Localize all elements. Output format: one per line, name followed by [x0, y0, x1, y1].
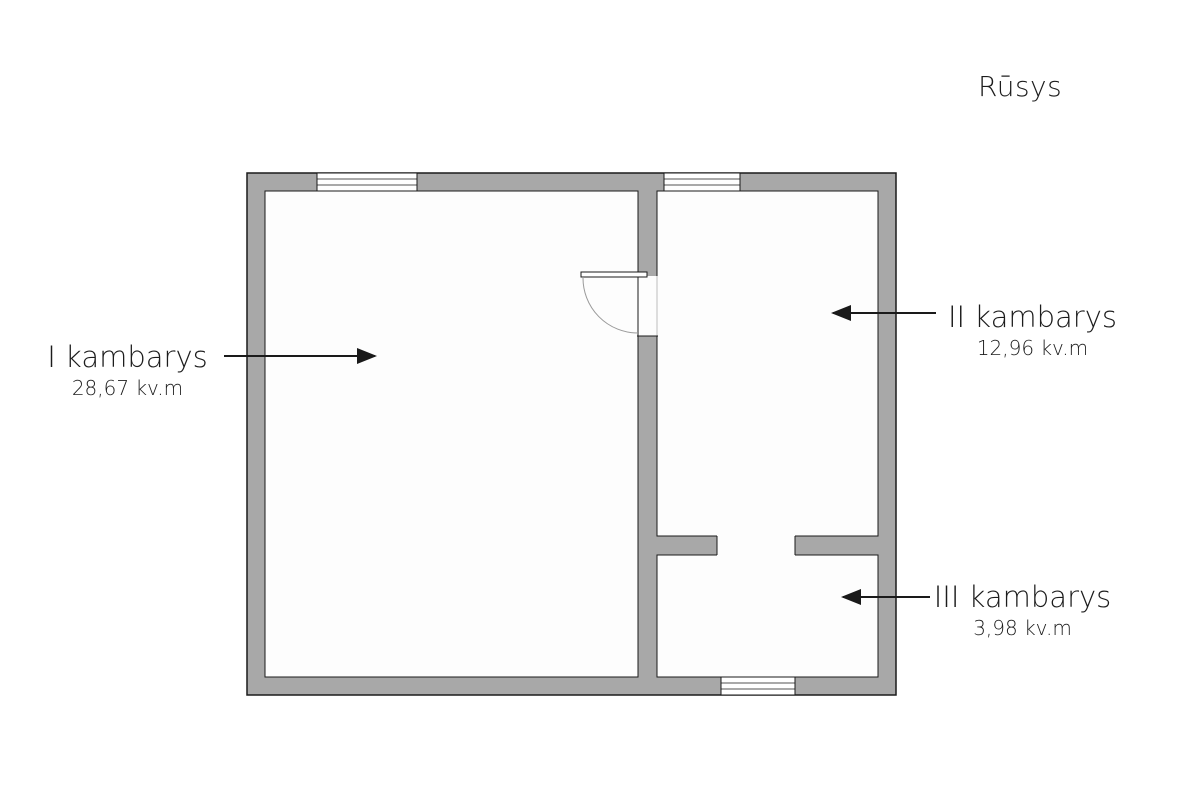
room-1-label: I kambarys 28,67 kv.m	[30, 340, 225, 400]
room-2-floor	[656, 190, 879, 537]
window-top-left	[316, 172, 418, 192]
door-swing	[582, 276, 639, 334]
room-3-area: 3,98 kv.m	[973, 616, 1072, 640]
room-2-area: 12,96 kv.m	[976, 336, 1089, 360]
room-3-label: III kambarys 3,98 kv.m	[925, 580, 1120, 640]
door-leaf	[580, 271, 648, 278]
page-title: Rūsys	[978, 70, 1063, 103]
room-3-name: III kambarys	[933, 580, 1112, 614]
passage-opening	[717, 535, 795, 556]
window-bottom	[720, 676, 796, 696]
room-1-name: I kambarys	[47, 340, 208, 374]
room-3-floor	[656, 554, 879, 678]
room-1-area: 28,67 kv.m	[71, 376, 184, 400]
room-2-name: II kambarys	[947, 300, 1117, 334]
door-opening	[637, 276, 658, 336]
room-1-floor	[264, 190, 639, 678]
room-2-label: II kambarys 12,96 kv.m	[935, 300, 1130, 360]
window-top-right	[663, 172, 741, 192]
